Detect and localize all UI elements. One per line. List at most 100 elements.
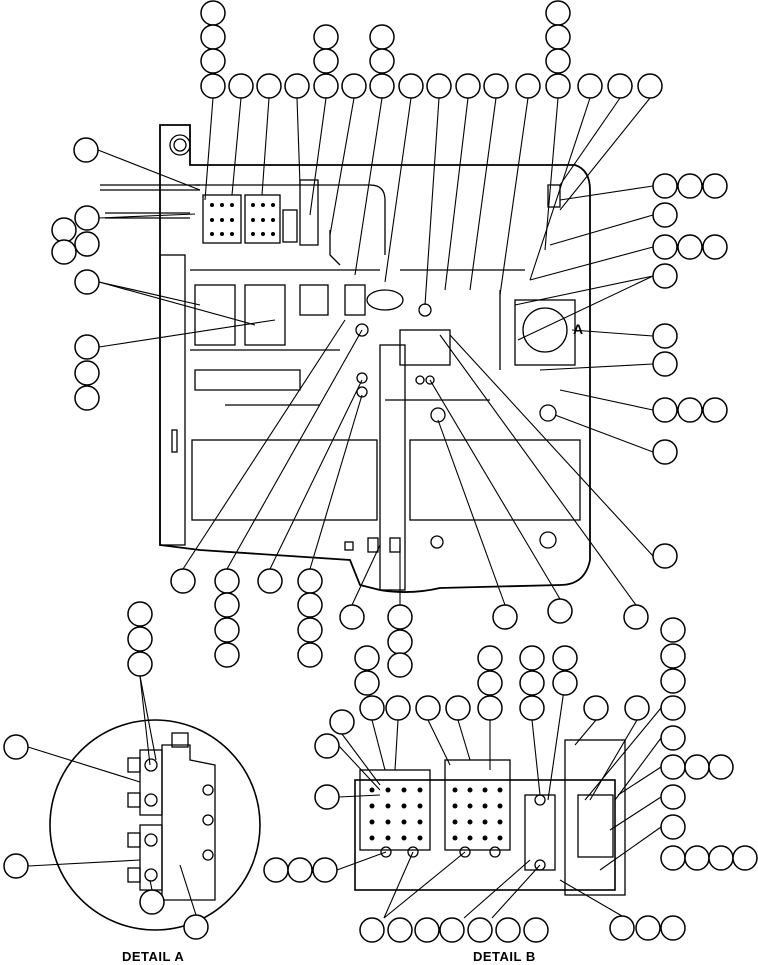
callout-balloon (652, 397, 678, 423)
callout-balloon (660, 784, 686, 810)
callout-balloon (200, 48, 226, 74)
callout-balloon (256, 73, 282, 99)
callout-balloon (523, 917, 549, 943)
detail-b-title: DETAIL B (473, 949, 536, 964)
leader-line (394, 719, 399, 771)
callout-balloon (314, 733, 340, 759)
callout-balloon (660, 915, 686, 941)
callout-balloon (609, 915, 635, 941)
leader-line (309, 394, 363, 570)
leader-line (559, 97, 651, 211)
callout-balloon (74, 360, 100, 386)
leader-line (424, 97, 440, 306)
detail-a (49, 719, 261, 931)
leader-line (329, 97, 355, 236)
callout-balloon (74, 231, 100, 257)
middle-relay-group (190, 269, 380, 406)
callout-balloon (257, 568, 283, 594)
leader-line (97, 149, 201, 191)
callout-balloon (455, 73, 481, 99)
callout-balloon (426, 73, 452, 99)
leader-line (614, 737, 662, 801)
leader-line (98, 319, 276, 348)
callout-balloon (200, 73, 226, 99)
detail-a-title: DETAIL A (122, 949, 185, 964)
callout-balloon (214, 617, 240, 643)
callout-balloon (51, 217, 77, 243)
callout-balloon (359, 917, 385, 943)
leader-line (341, 733, 381, 786)
callout-balloon (313, 24, 339, 50)
callout-balloon (477, 695, 503, 721)
callout-balloon (73, 137, 99, 163)
leader-line (354, 97, 383, 276)
leader-line (517, 275, 654, 341)
callout-balloon (732, 845, 758, 871)
callout-balloon (660, 814, 686, 840)
lifting-eye (169, 134, 191, 156)
leader-line (469, 97, 497, 291)
callout-balloon (228, 73, 254, 99)
callout-balloon (702, 173, 728, 199)
leader-line (559, 97, 621, 186)
leader-line (539, 363, 654, 371)
detail-b-pins (369, 787, 503, 841)
callout-balloon (652, 234, 678, 260)
leader-line (589, 719, 638, 801)
callout-balloon (467, 917, 493, 943)
callout-balloon (439, 917, 465, 943)
leader-line (383, 851, 466, 919)
callout-balloon (369, 24, 395, 50)
callout-balloon (660, 754, 686, 780)
callout-balloon (139, 889, 165, 915)
callout-balloon (127, 601, 153, 627)
callout-balloon (284, 73, 310, 99)
leader-line (261, 97, 270, 196)
lower-left-panel (191, 439, 378, 521)
callout-balloon (445, 695, 471, 721)
leader-line (182, 319, 346, 570)
leader-line (554, 414, 654, 453)
callout-balloon (287, 857, 313, 883)
leader-line (179, 864, 197, 916)
leader-line (338, 745, 381, 791)
callout-balloon (519, 670, 545, 696)
callout-balloon (329, 709, 355, 735)
detail-b-contactor (564, 739, 626, 896)
callout-balloon (552, 645, 578, 671)
callout-balloon (354, 670, 380, 696)
callout-balloon (369, 73, 395, 99)
left-rail (159, 254, 186, 546)
callout-balloon (684, 845, 710, 871)
callout-balloon (74, 269, 100, 295)
callout-balloon (74, 205, 100, 231)
callout-balloon (702, 397, 728, 423)
detail-b-terminal (524, 794, 556, 871)
leader-line (383, 851, 414, 919)
leader-line (617, 766, 662, 796)
leader-line (296, 97, 301, 186)
callout-balloon (652, 351, 678, 377)
base-plate-outline (159, 124, 591, 593)
callout-balloon (684, 754, 710, 780)
leader-line (27, 746, 141, 783)
callout-balloon (519, 645, 545, 671)
callout-balloon (519, 695, 545, 721)
callout-balloon (652, 173, 678, 199)
callout-balloon (297, 617, 323, 643)
callout-balloon (607, 73, 633, 99)
leader-line (449, 334, 654, 557)
lower-right-panel (409, 439, 581, 521)
leader-line (269, 379, 363, 570)
leader-line (544, 97, 559, 251)
callout-balloon (313, 73, 339, 99)
callout-balloon (214, 642, 240, 668)
callout-balloon (369, 48, 395, 74)
leader-line (531, 719, 541, 796)
upper-relay-group (100, 179, 386, 266)
callout-balloon (214, 568, 240, 594)
callout-balloon (677, 397, 703, 423)
callout-balloon (660, 643, 686, 669)
callout-balloon (297, 642, 323, 668)
